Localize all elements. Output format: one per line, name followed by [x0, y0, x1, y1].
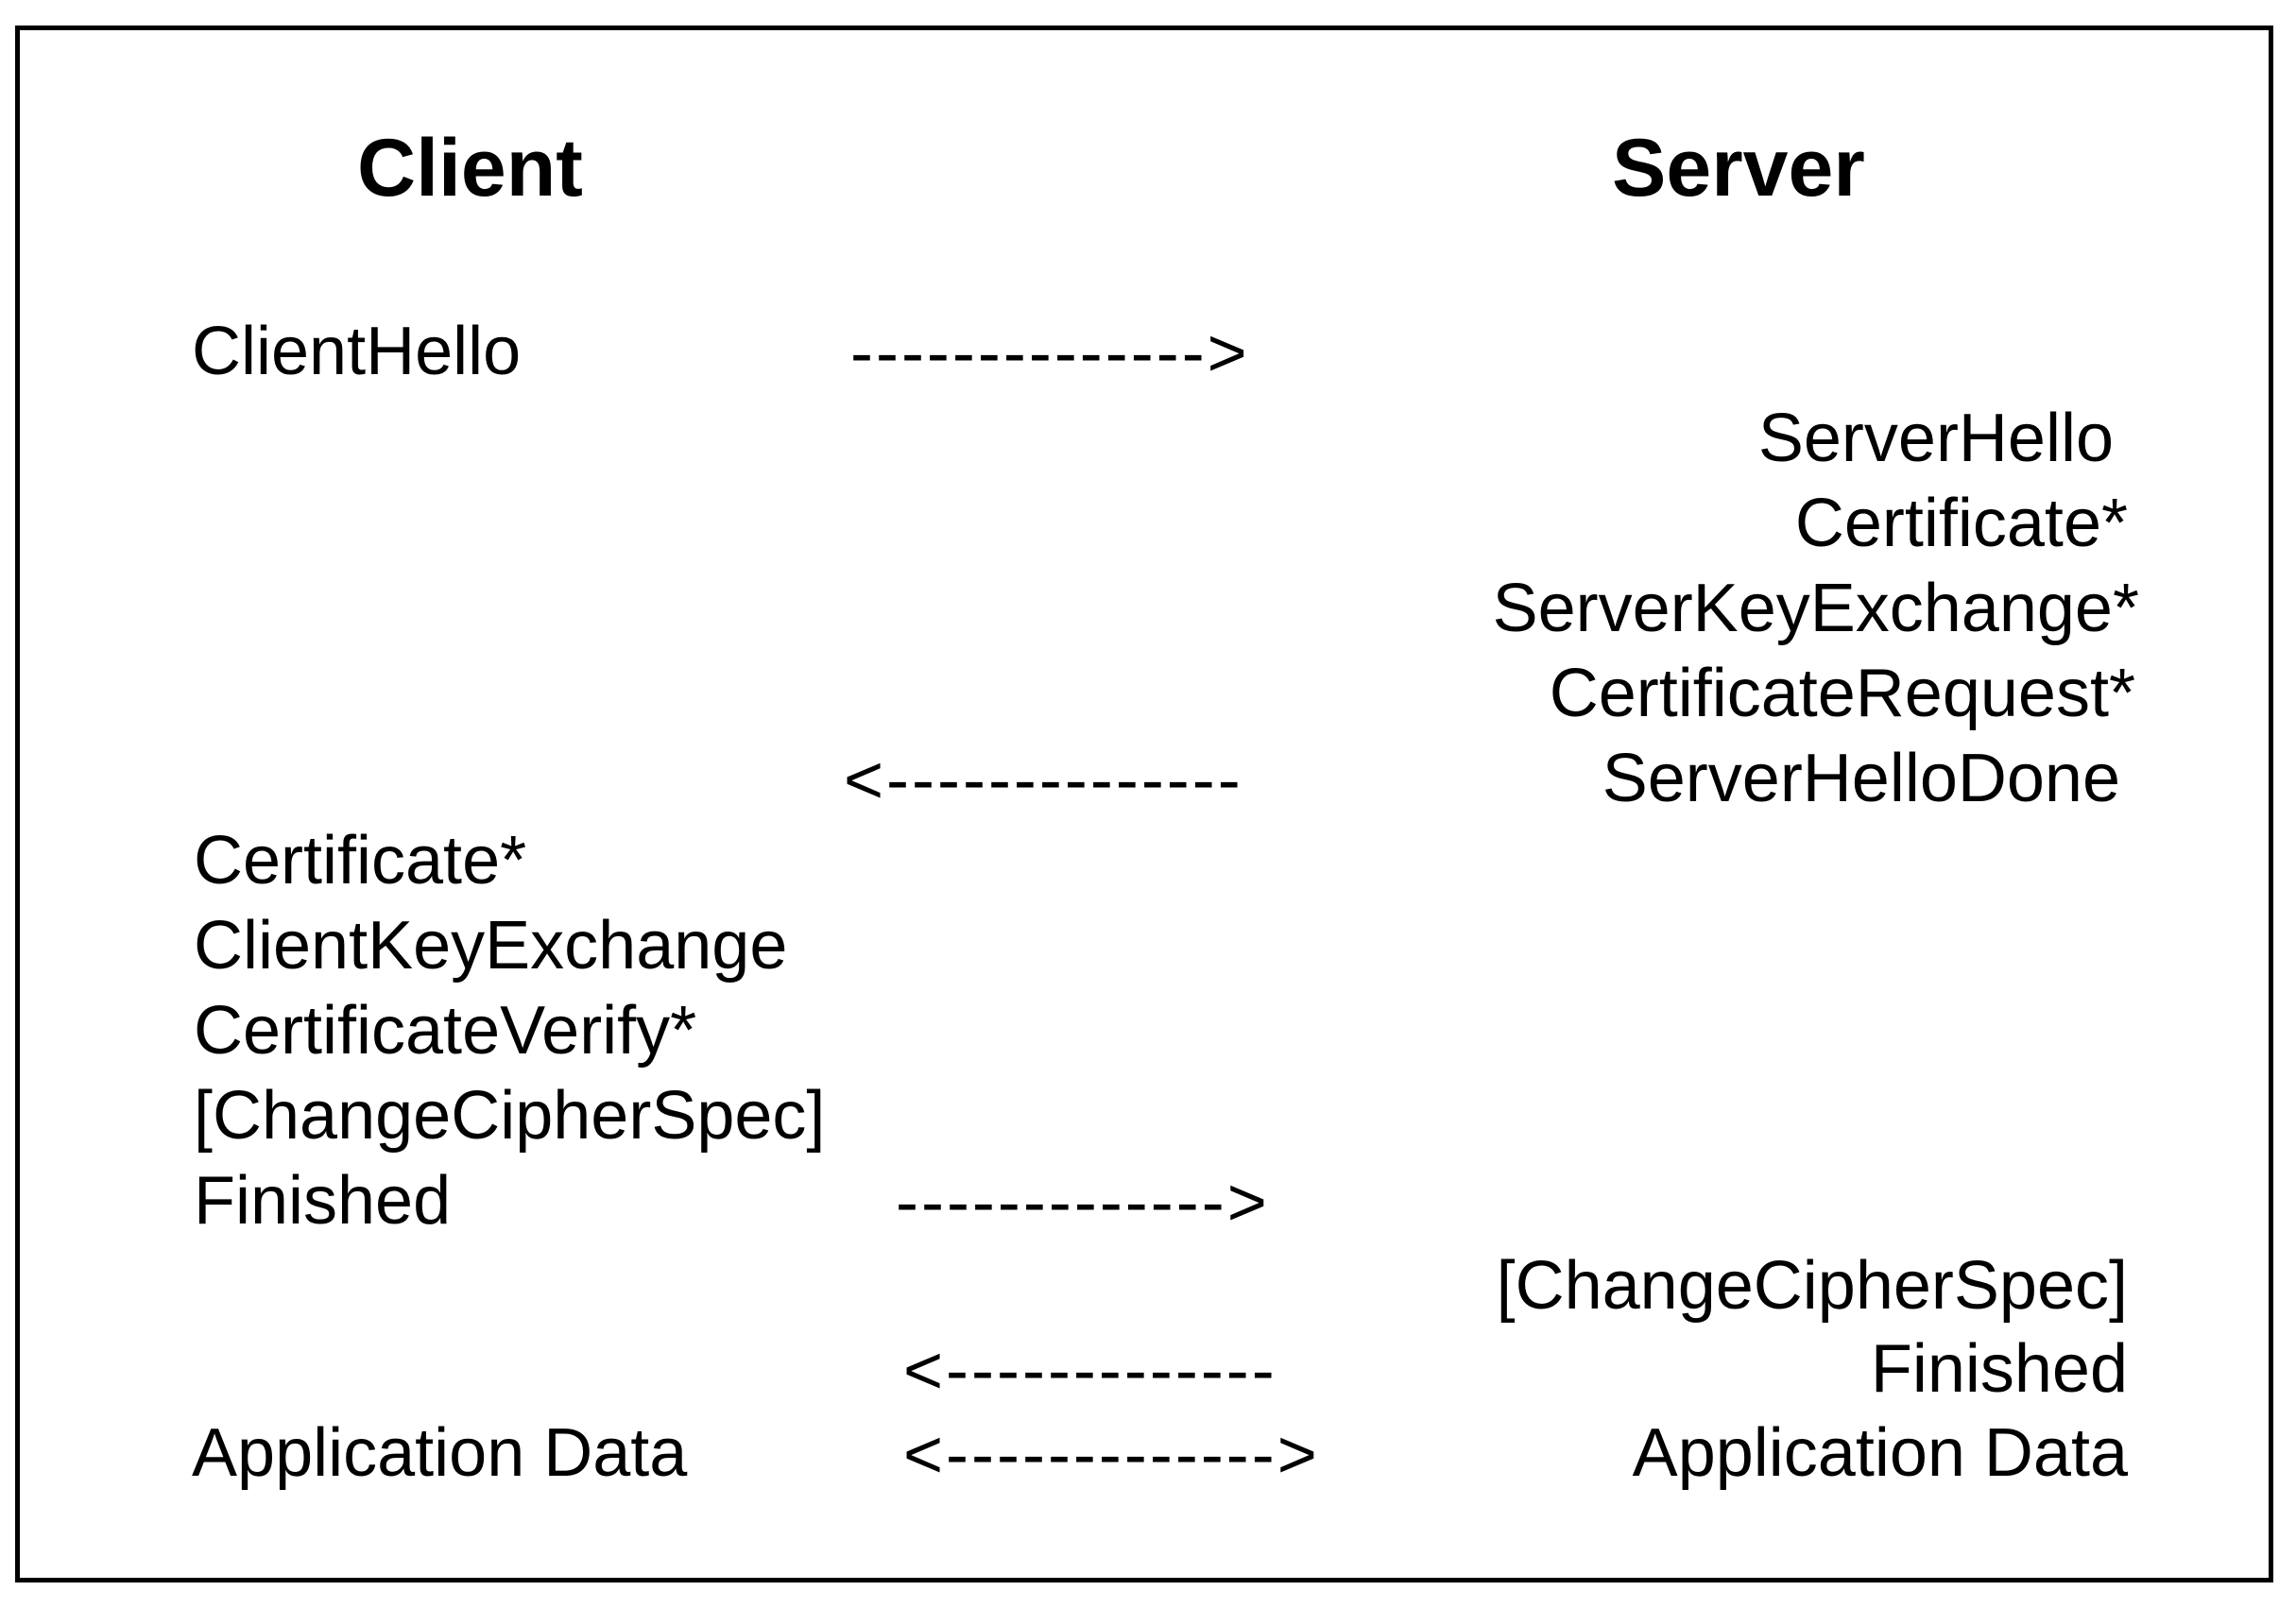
server-change-cipher-spec-message: [ChangeCipherSpec]	[1496, 1248, 2128, 1324]
client-finished-message: Finished	[194, 1163, 452, 1239]
server-to-client-arrow-1: <--------------	[844, 743, 1243, 818]
client-key-exchange-message: ClientKeyExchange	[194, 908, 788, 984]
server-to-client-arrow-2: <-------------	[903, 1333, 1277, 1409]
server-heading: Server	[1612, 123, 1865, 214]
certificate-request-message: CertificateRequest*	[1549, 656, 2135, 731]
bidirectional-arrow: <------------->	[903, 1417, 1320, 1493]
client-change-cipher-spec-message: [ChangeCipherSpec]	[194, 1078, 826, 1154]
client-to-server-arrow-1: -------------->	[850, 316, 1250, 391]
client-certificate-message: Certificate*	[194, 823, 527, 898]
server-certificate-message: Certificate*	[1794, 486, 2128, 561]
server-key-exchange-message: ServerKeyExchange*	[1492, 571, 2139, 646]
diagram-frame	[15, 26, 2273, 1582]
client-to-server-arrow-2: ------------->	[896, 1165, 1270, 1240]
server-hello-message: ServerHello	[1757, 401, 2114, 476]
server-hello-done-message: ServerHelloDone	[1602, 741, 2120, 816]
server-finished-message: Finished	[1870, 1331, 2128, 1407]
server-application-data-message: Application Data	[1632, 1415, 2128, 1491]
client-application-data-message: Application Data	[192, 1415, 688, 1491]
client-hello-message: ClientHello	[192, 314, 522, 389]
certificate-verify-message: CertificateVerify*	[194, 993, 697, 1069]
client-heading: Client	[357, 123, 583, 214]
